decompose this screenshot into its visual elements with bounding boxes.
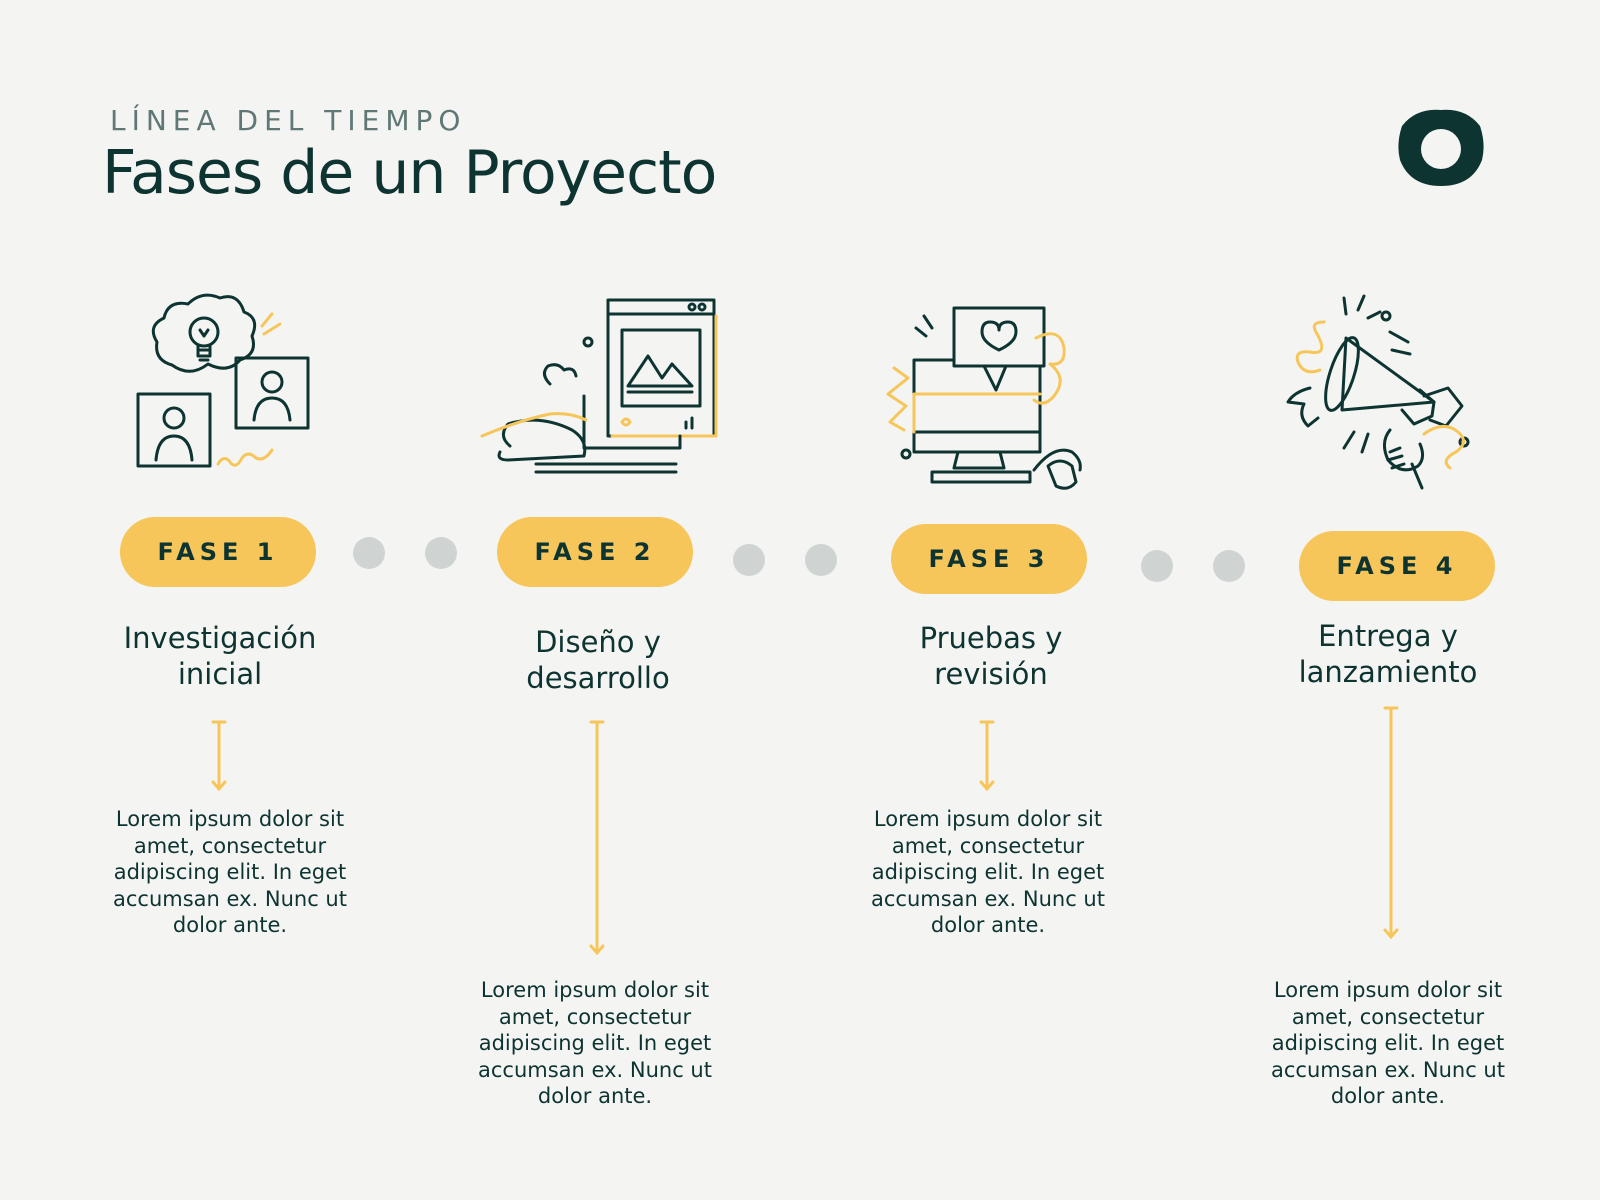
megaphone-launch-icon (1286, 294, 1470, 490)
connector-dot (733, 544, 765, 576)
phase-1-arrow (211, 720, 227, 792)
page-title: Fases de un Proyecto (102, 138, 717, 208)
phase-1-badge: FASE 1 (120, 517, 316, 587)
phase-3-description: Lorem ipsum dolor sit amet, consectetur … (871, 807, 1105, 937)
connector-dot (1141, 550, 1173, 582)
phase-4-badge: FASE 4 (1299, 531, 1495, 601)
brainstorm-lightbulb-icon (136, 293, 310, 468)
phase-3-arrow (979, 720, 995, 792)
phase-4-arrow (1383, 706, 1399, 940)
computer-review-icon (886, 306, 1082, 490)
brand-logo-icon (1398, 109, 1484, 186)
phase-4-description: Lorem ipsum dolor sit amet, consectetur … (1271, 978, 1505, 1108)
phase-2-badge: FASE 2 (497, 517, 693, 587)
page-kicker: LÍNEA DEL TIEMPO (110, 104, 467, 137)
phase-1-description: Lorem ipsum dolor sit amet, consectetur … (113, 807, 347, 937)
phase-3-badge: FASE 3 (891, 524, 1087, 594)
phase-2-description: Lorem ipsum dolor sit amet, consectetur … (478, 978, 712, 1108)
connector-dot (353, 537, 385, 569)
connector-dot (1213, 550, 1245, 582)
connector-dot (425, 537, 457, 569)
phase-2-arrow (589, 720, 605, 956)
connector-dot (805, 544, 837, 576)
design-laptop-icon (480, 298, 718, 474)
